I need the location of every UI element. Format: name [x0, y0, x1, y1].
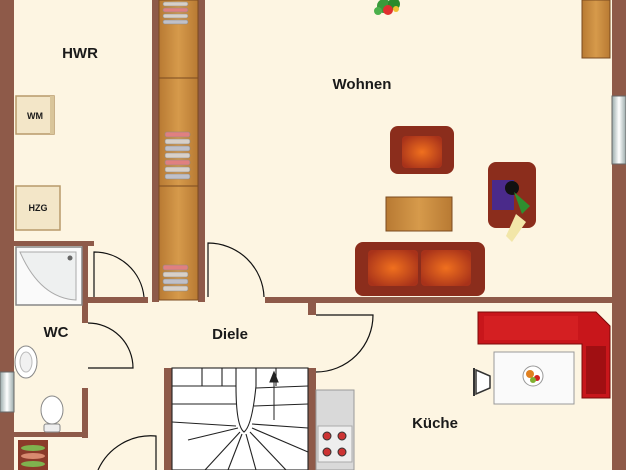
window-left: [0, 371, 15, 413]
armchair: [390, 126, 454, 174]
door-swings: [87, 242, 374, 470]
wc-sink: [14, 345, 38, 379]
books-top: [162, 1, 189, 25]
room-label-diele: Diele: [212, 326, 248, 343]
dining-table: [493, 351, 575, 405]
books-bottom: [162, 264, 189, 292]
staircase: [171, 367, 309, 470]
sideboard: [581, 0, 611, 59]
person-armchair: [488, 162, 536, 242]
window-right: [611, 95, 626, 165]
heating-unit: HZG: [15, 185, 61, 231]
stove: [315, 389, 355, 470]
room-label-wohnen: Wohnen: [333, 76, 392, 93]
windows: [0, 95, 626, 413]
books-middle: [164, 131, 191, 180]
washing-machine-label: WM: [27, 111, 43, 121]
washing-machine: WM: [15, 95, 55, 135]
kitchen-chair: [473, 368, 491, 396]
stacked-items: [18, 440, 48, 470]
room-label-kueche: Küche: [412, 415, 458, 432]
toilet: [40, 395, 64, 433]
sofa: [355, 242, 485, 296]
plant: [374, 0, 400, 15]
shower: [15, 246, 83, 306]
shelf-unit: [158, 0, 199, 301]
heating-label: HZG: [29, 203, 48, 213]
room-label-hwr: HWR: [62, 45, 98, 62]
kitchen-counter: [477, 311, 611, 399]
room-label-wc: WC: [44, 324, 69, 341]
coffee-table: [385, 196, 453, 232]
